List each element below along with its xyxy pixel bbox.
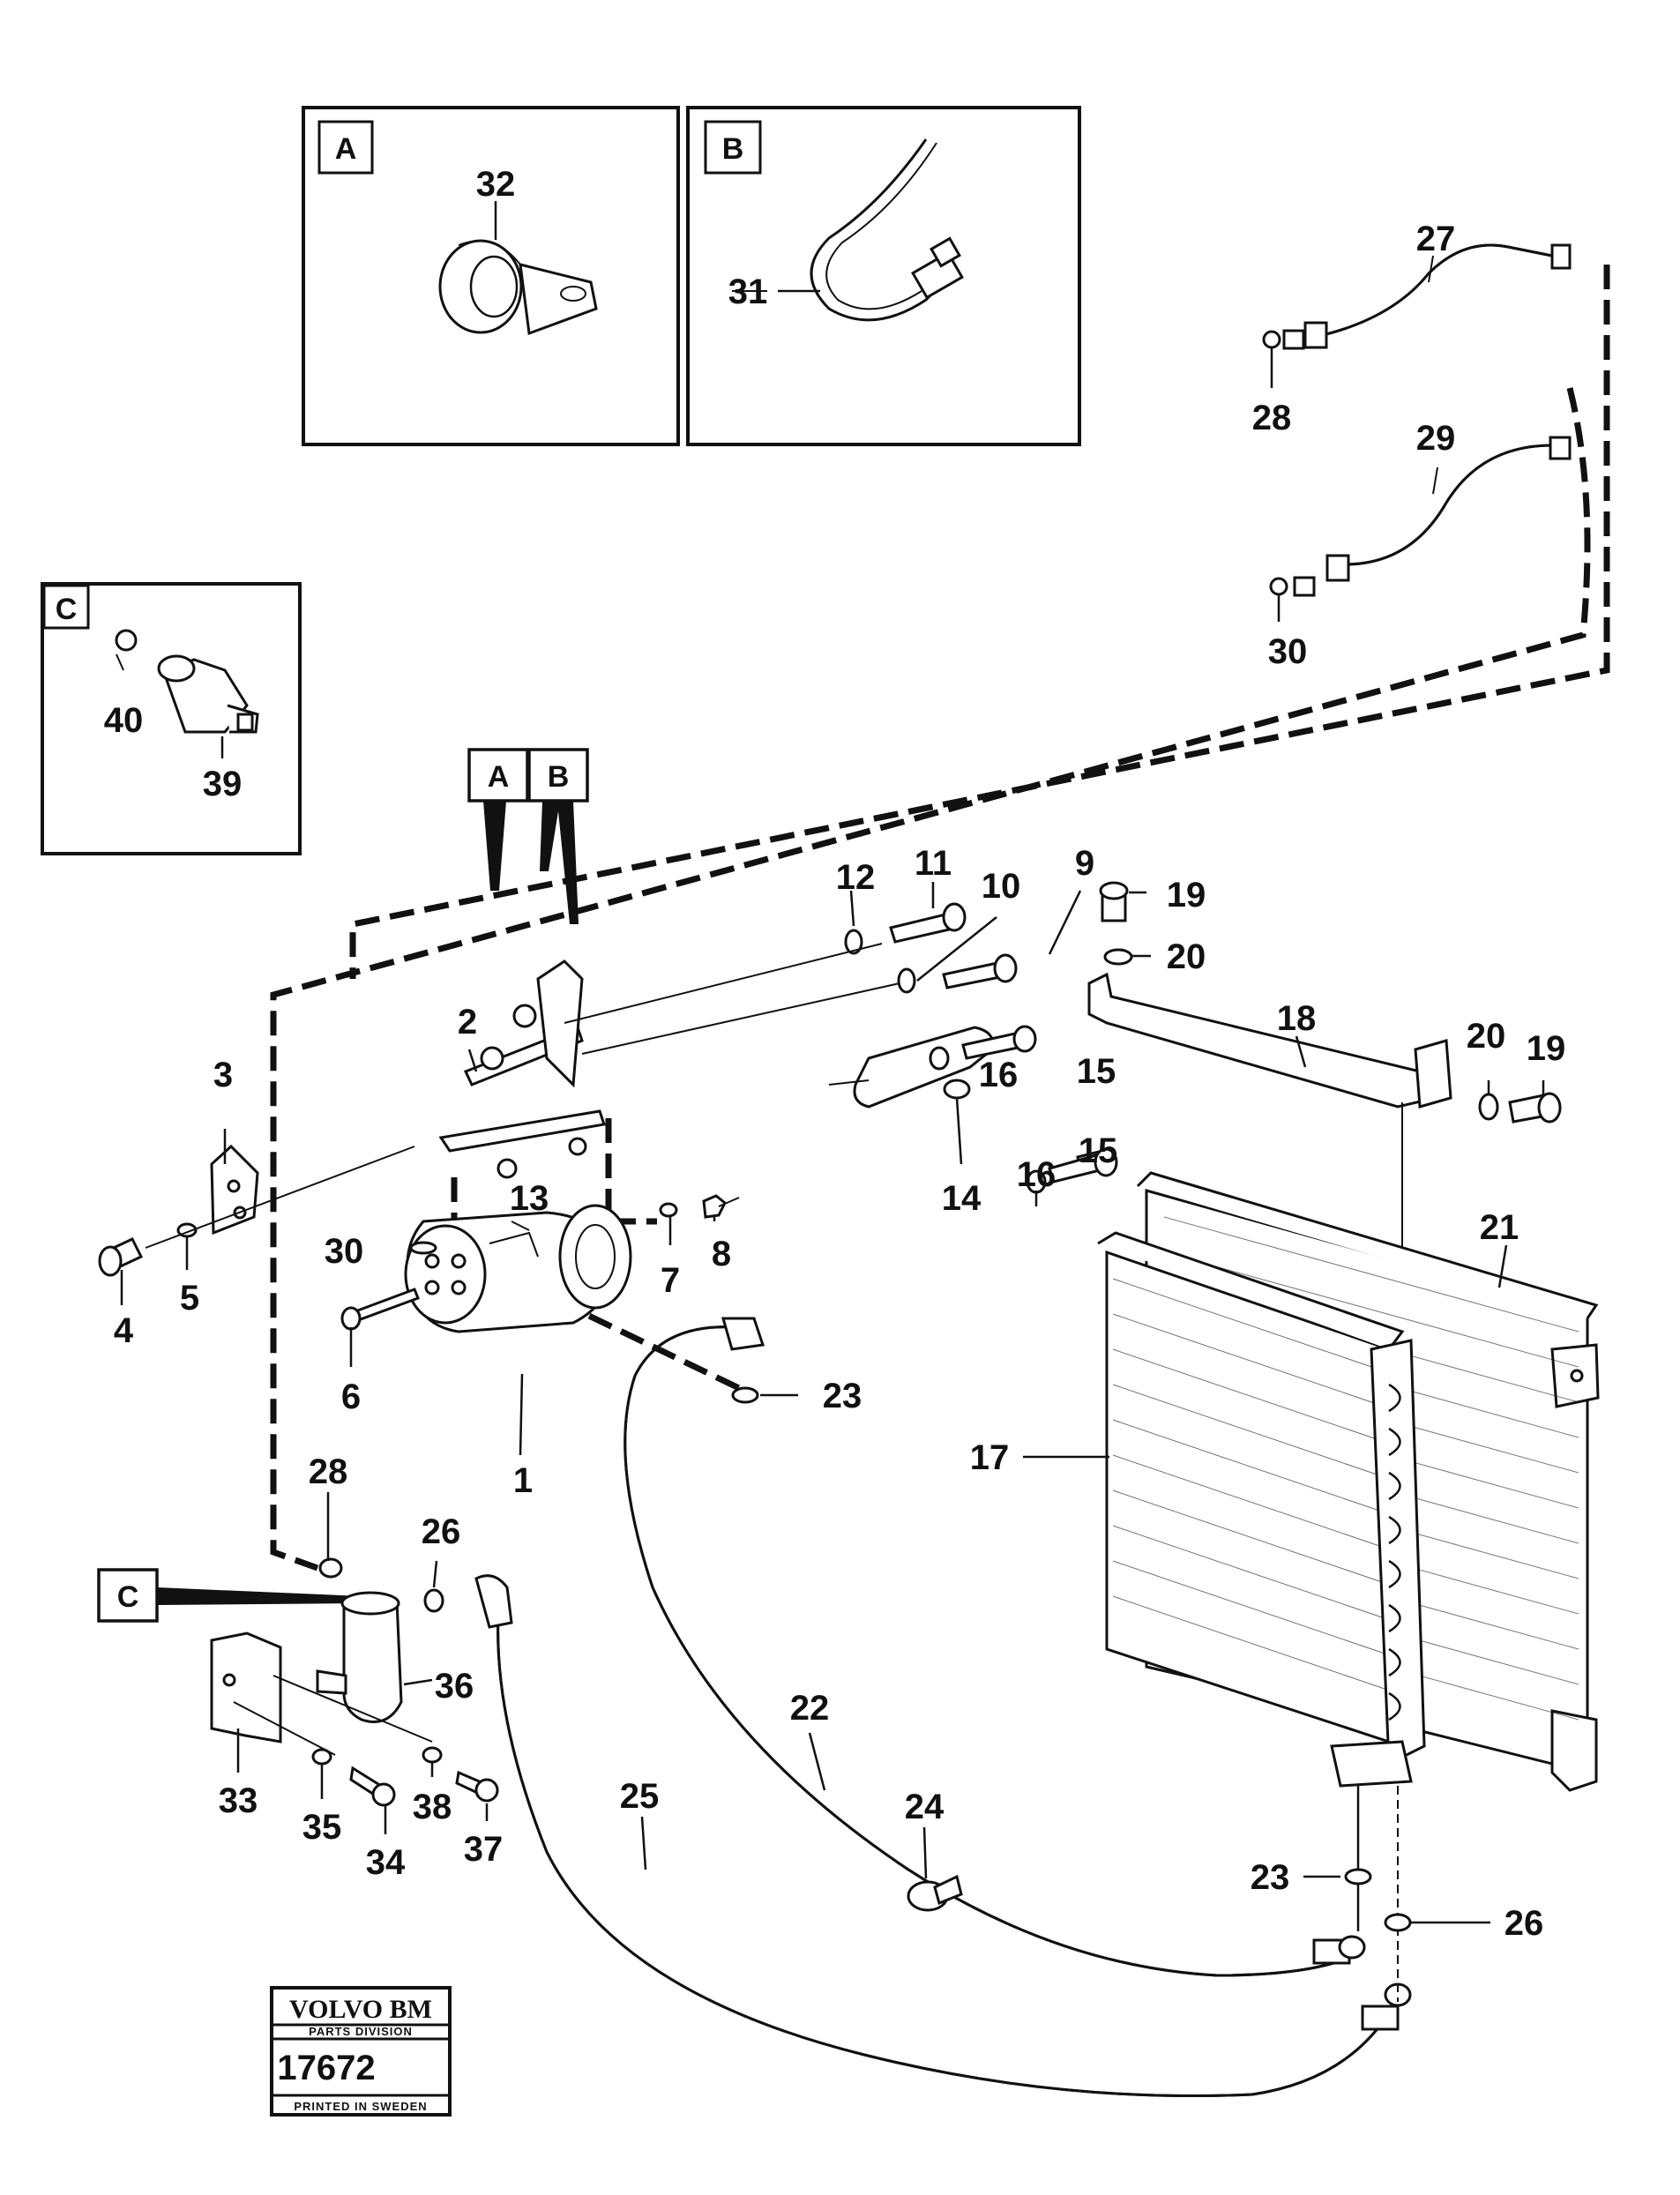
label-28-left: 28 xyxy=(309,1452,348,1491)
stamp-printed: PRINTED IN SWEDEN xyxy=(294,2100,427,2113)
hose-22-drawing xyxy=(623,1317,1366,1977)
label-20-right: 20 xyxy=(1467,1017,1506,1056)
label-24: 24 xyxy=(905,1788,945,1826)
callout-tag-c: C xyxy=(97,1568,362,1623)
label-32: 32 xyxy=(476,165,516,204)
label-39: 39 xyxy=(203,765,243,803)
bolt-6 xyxy=(340,1288,420,1331)
small-washers xyxy=(409,1241,759,1404)
label-23-bottom: 23 xyxy=(1251,1858,1290,1897)
label-6: 6 xyxy=(341,1377,361,1416)
label-25: 25 xyxy=(620,1777,660,1816)
clamp-24-drawing xyxy=(907,1874,963,1912)
bolt-4-washer-5 xyxy=(98,1146,415,1277)
hose-25-drawing xyxy=(474,1574,1412,2098)
svg-text:C: C xyxy=(117,1580,139,1614)
hose-29-drawing xyxy=(1269,436,1572,597)
clamp-32-drawing xyxy=(438,239,598,336)
label-8: 8 xyxy=(712,1235,731,1273)
bracket-33-bolts-34-35-37-38 xyxy=(210,1631,499,1807)
label-33: 33 xyxy=(219,1781,258,1820)
label-13: 13 xyxy=(510,1179,549,1218)
box-b-letter: B xyxy=(722,132,744,166)
volvo-bm-stamp: VOLVO BM PARTS DIVISION 17672 PRINTED IN… xyxy=(270,1986,452,2117)
stamp-division: PARTS DIVISION xyxy=(309,2025,413,2038)
label-18: 18 xyxy=(1277,999,1317,1038)
label-30-top: 30 xyxy=(1268,632,1308,671)
bracket-2-drawing xyxy=(438,959,606,1179)
label-35: 35 xyxy=(302,1808,342,1847)
label-26-left: 26 xyxy=(422,1512,461,1551)
label-31: 31 xyxy=(728,273,768,311)
box-a-letter: A xyxy=(335,132,357,166)
label-34: 34 xyxy=(366,1843,406,1882)
label-30-mid: 30 xyxy=(325,1232,364,1271)
label-23-mid: 23 xyxy=(823,1377,862,1415)
label-15-top: 15 xyxy=(1077,1052,1116,1091)
label-10: 10 xyxy=(982,867,1021,906)
callout-tag-b: B xyxy=(527,748,589,924)
stamp-number: 17672 xyxy=(277,2049,375,2087)
callout-tag-a: A xyxy=(467,748,529,891)
label-27: 27 xyxy=(1416,220,1456,258)
label-22: 22 xyxy=(790,1689,830,1728)
leader-lines xyxy=(116,255,1545,1924)
label-38: 38 xyxy=(413,1788,452,1826)
label-26-right: 26 xyxy=(1505,1904,1544,1943)
compressor-1-drawing xyxy=(404,1204,632,1333)
label-12: 12 xyxy=(836,858,876,897)
label-16-top: 16 xyxy=(979,1056,1019,1094)
cable-tie-31-drawing xyxy=(810,138,964,322)
label-28-top: 28 xyxy=(1252,399,1292,437)
washer-7-nut-8 xyxy=(659,1194,740,1219)
detail-box-a: A xyxy=(302,106,680,446)
label-2: 2 xyxy=(458,1003,477,1042)
label-9: 9 xyxy=(1075,844,1094,883)
condenser-17-drawing xyxy=(1097,1231,1426,2002)
label-37: 37 xyxy=(464,1830,504,1869)
pressure-switch-39-drawing xyxy=(115,629,259,734)
label-36: 36 xyxy=(435,1667,474,1706)
label-19-top: 19 xyxy=(1167,876,1206,915)
detail-box-c: C xyxy=(41,582,302,855)
label-29: 29 xyxy=(1416,419,1456,458)
bolts-9-12 xyxy=(564,902,1018,1055)
label-14: 14 xyxy=(942,1179,982,1218)
part-labels: 32 31 27 28 29 30 40 39 12 11 10 9 19 20… xyxy=(104,165,1566,1943)
label-5: 5 xyxy=(180,1279,199,1318)
label-40: 40 xyxy=(104,701,144,740)
label-16-bottom: 16 xyxy=(1017,1155,1057,1194)
stamp-brand: VOLVO BM xyxy=(289,1995,432,2024)
label-7: 7 xyxy=(661,1261,680,1300)
bar-18-bolts-19-washers-20 xyxy=(1087,881,1562,1363)
label-17: 17 xyxy=(970,1438,1010,1477)
label-4: 4 xyxy=(114,1311,134,1350)
link-14-bolts-15-16 xyxy=(828,1025,1118,1194)
label-21: 21 xyxy=(1480,1208,1519,1247)
hose-27-drawing xyxy=(1262,243,1572,350)
label-1: 1 xyxy=(513,1461,533,1500)
label-11: 11 xyxy=(915,844,952,883)
label-3: 3 xyxy=(213,1056,233,1094)
label-20-top: 20 xyxy=(1167,937,1206,976)
label-15-bottom: 15 xyxy=(1079,1131,1118,1170)
svg-text:B: B xyxy=(548,760,570,794)
label-19-right: 19 xyxy=(1527,1029,1566,1068)
svg-text:A: A xyxy=(488,760,510,794)
detail-box-b: B xyxy=(686,106,1081,446)
box-c-letter: C xyxy=(56,593,78,626)
receiver-drier-36-drawing xyxy=(316,1557,444,1723)
bracket-3-drawing xyxy=(210,1144,259,1236)
